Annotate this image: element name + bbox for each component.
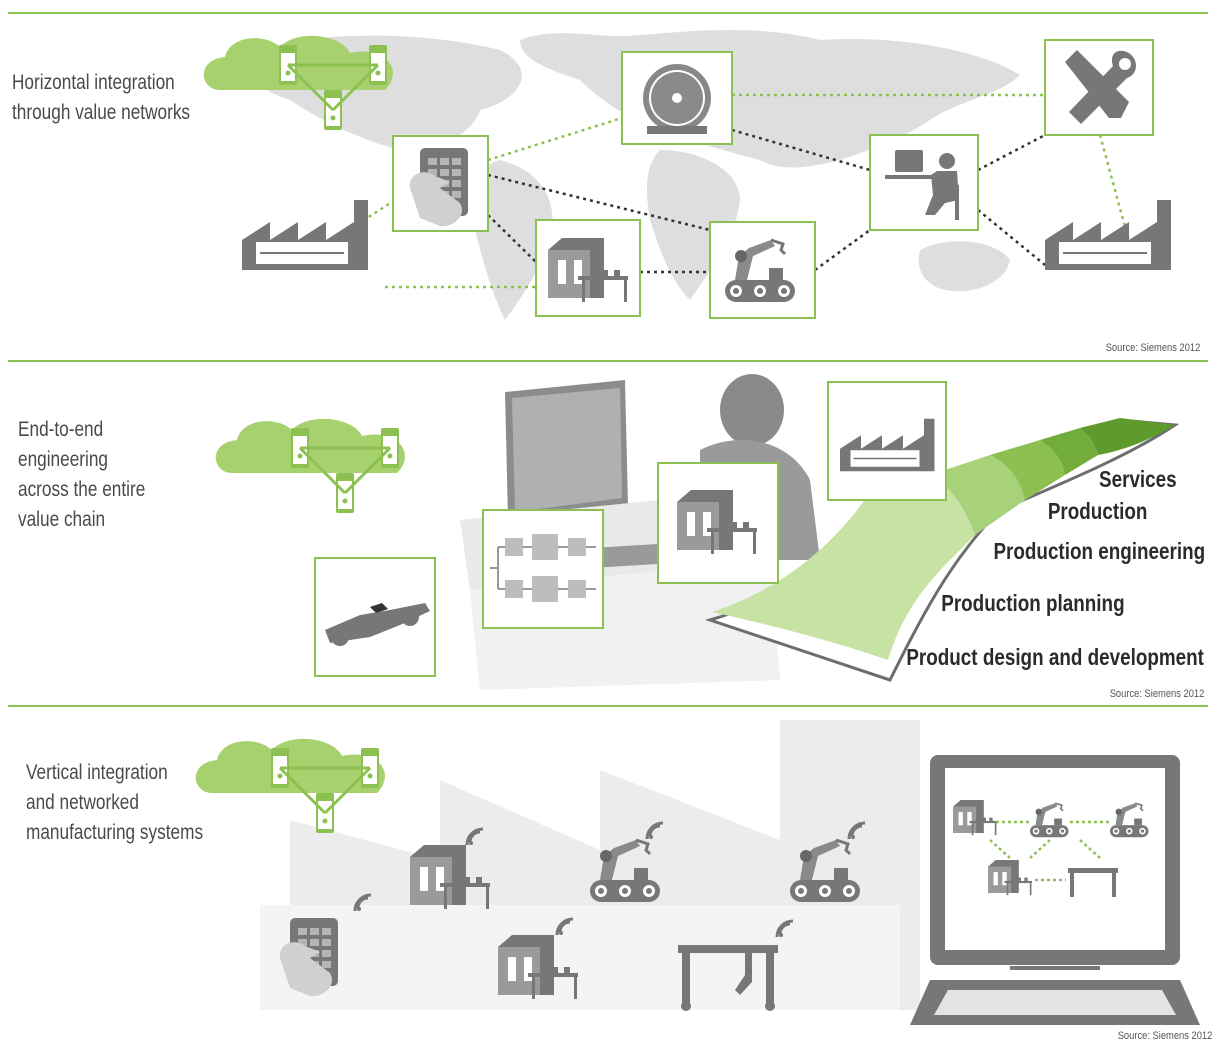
stage-production-engineering: Production engineering (993, 538, 1205, 564)
factory-icon (242, 200, 368, 270)
laptop-icon (910, 755, 1200, 1025)
gantry-robot-icon (678, 945, 778, 1011)
source-citation: Source: Siemens 2012 (1109, 688, 1204, 700)
stage-services: Services (1099, 466, 1177, 492)
factory-icon (1045, 200, 1171, 270)
stage-production: Production (1047, 498, 1147, 524)
horizontal-integration-label: Horizontal integration through value net… (12, 71, 191, 124)
source-citation: Source: Siemens 2012 (1117, 1030, 1212, 1042)
stage-product-design: Product design and development (906, 644, 1204, 670)
panel-divider (8, 360, 1208, 362)
top-divider (8, 12, 1208, 14)
value-chain-ramp (704, 418, 1180, 682)
end-to-end-engineering-label: End-to-end engineering across the entire… (18, 418, 146, 531)
flowchart-icon (482, 509, 604, 629)
cloud-servers-icon (203, 35, 393, 130)
stage-production-planning: Production planning (941, 590, 1125, 616)
cloud-servers-icon (215, 418, 405, 513)
source-citation: Source: Siemens 2012 (1105, 342, 1200, 354)
worker-at-desk-icon (869, 134, 979, 231)
panel-divider (8, 705, 1208, 707)
cloud-servers-icon (195, 738, 385, 833)
vertical-integration-label: Vertical integration and networked manuf… (26, 761, 204, 844)
robot-arm-icon (709, 221, 816, 319)
